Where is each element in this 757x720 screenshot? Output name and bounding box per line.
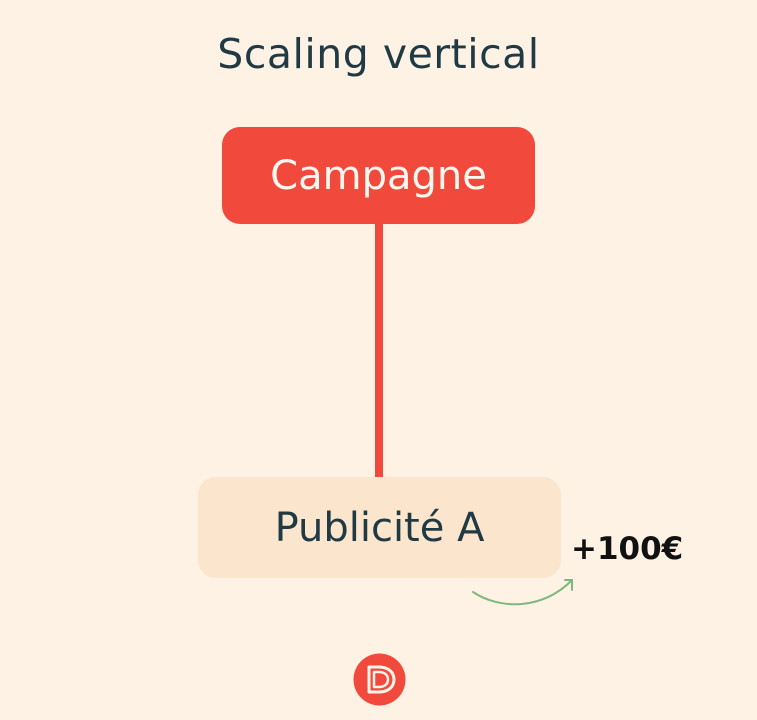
campaign-node-label: Campagne bbox=[270, 152, 487, 199]
curved-arrow-icon bbox=[472, 579, 573, 606]
campaign-node: Campagne bbox=[222, 127, 535, 224]
budget-increase-label: +100€ bbox=[571, 531, 684, 567]
ad-node-label: Publicité A bbox=[274, 504, 485, 551]
brand-logo-icon bbox=[353, 653, 406, 706]
connector-line bbox=[375, 224, 383, 478]
ad-node: Publicité A bbox=[198, 477, 561, 578]
diagram-title: Scaling vertical bbox=[217, 30, 540, 78]
